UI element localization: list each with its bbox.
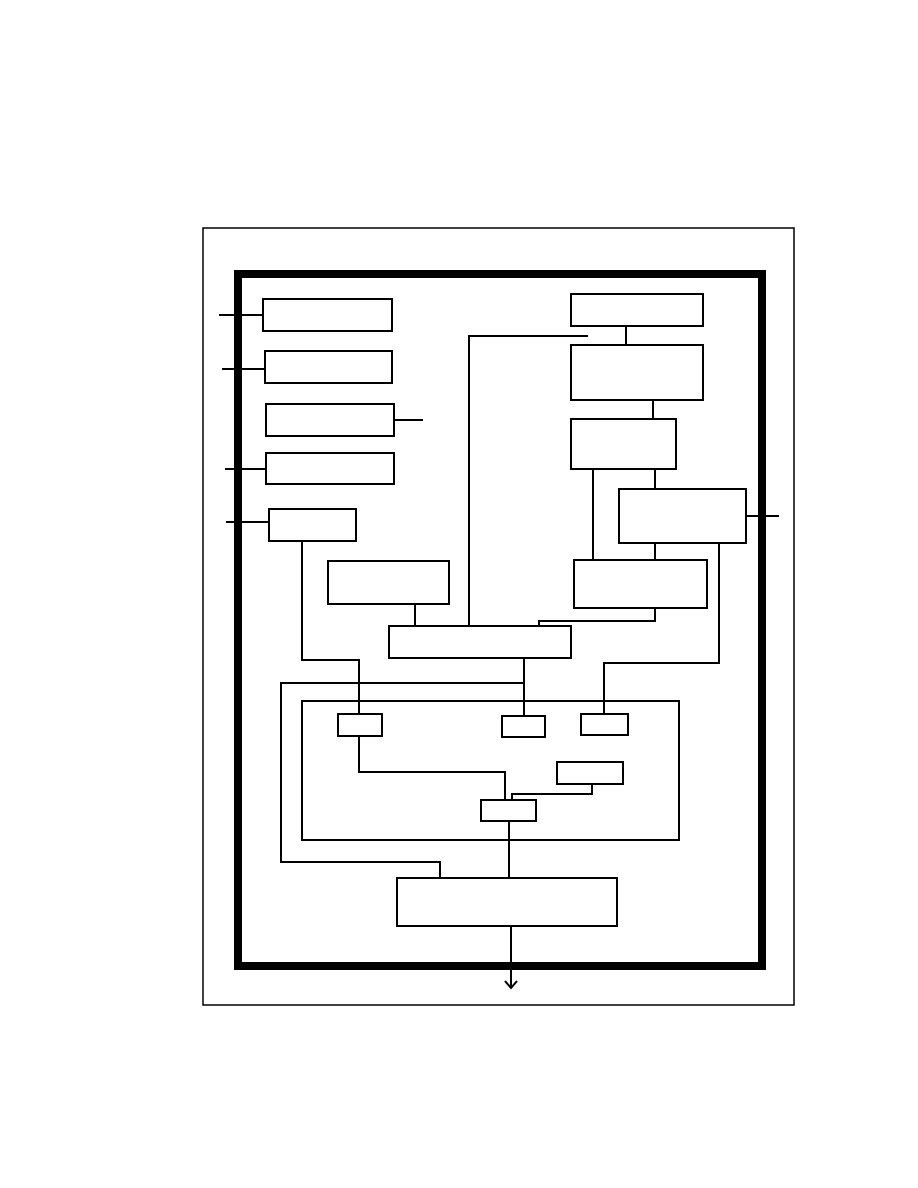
wire-top-to-bus	[468, 335, 588, 626]
right-block-2	[570, 344, 704, 401]
inner-small-3	[580, 713, 629, 736]
wire-inner4-to-inner5	[511, 784, 593, 800]
left-block-3	[265, 403, 395, 437]
middle-left-block	[327, 560, 450, 605]
left-block-5	[268, 508, 357, 542]
inner-small-4	[556, 761, 624, 785]
inner-small-5	[480, 799, 537, 822]
right-block-3	[570, 418, 677, 470]
bottom-block	[396, 877, 618, 927]
wire-bypass-loop	[280, 682, 524, 878]
right-block-4	[618, 488, 747, 544]
left-block-1	[262, 298, 393, 332]
inner-small-1	[337, 713, 383, 737]
right-block-5	[573, 559, 708, 609]
inner-small-2	[501, 715, 546, 738]
system-boundary	[234, 270, 766, 970]
outer-frame	[202, 227, 795, 1006]
inner-module	[301, 700, 680, 841]
wire-block5-to-bus	[538, 608, 656, 626]
wire-block4-to-inner3	[603, 543, 720, 714]
wire-inner1-to-inner5	[358, 736, 506, 800]
wire-left5-to-inner1	[301, 541, 360, 714]
left-block-2	[264, 350, 393, 384]
right-top-block	[570, 293, 704, 327]
output-arrow-head-icon	[504, 980, 518, 990]
left-block-4	[265, 452, 395, 485]
center-bus-block	[388, 625, 572, 659]
